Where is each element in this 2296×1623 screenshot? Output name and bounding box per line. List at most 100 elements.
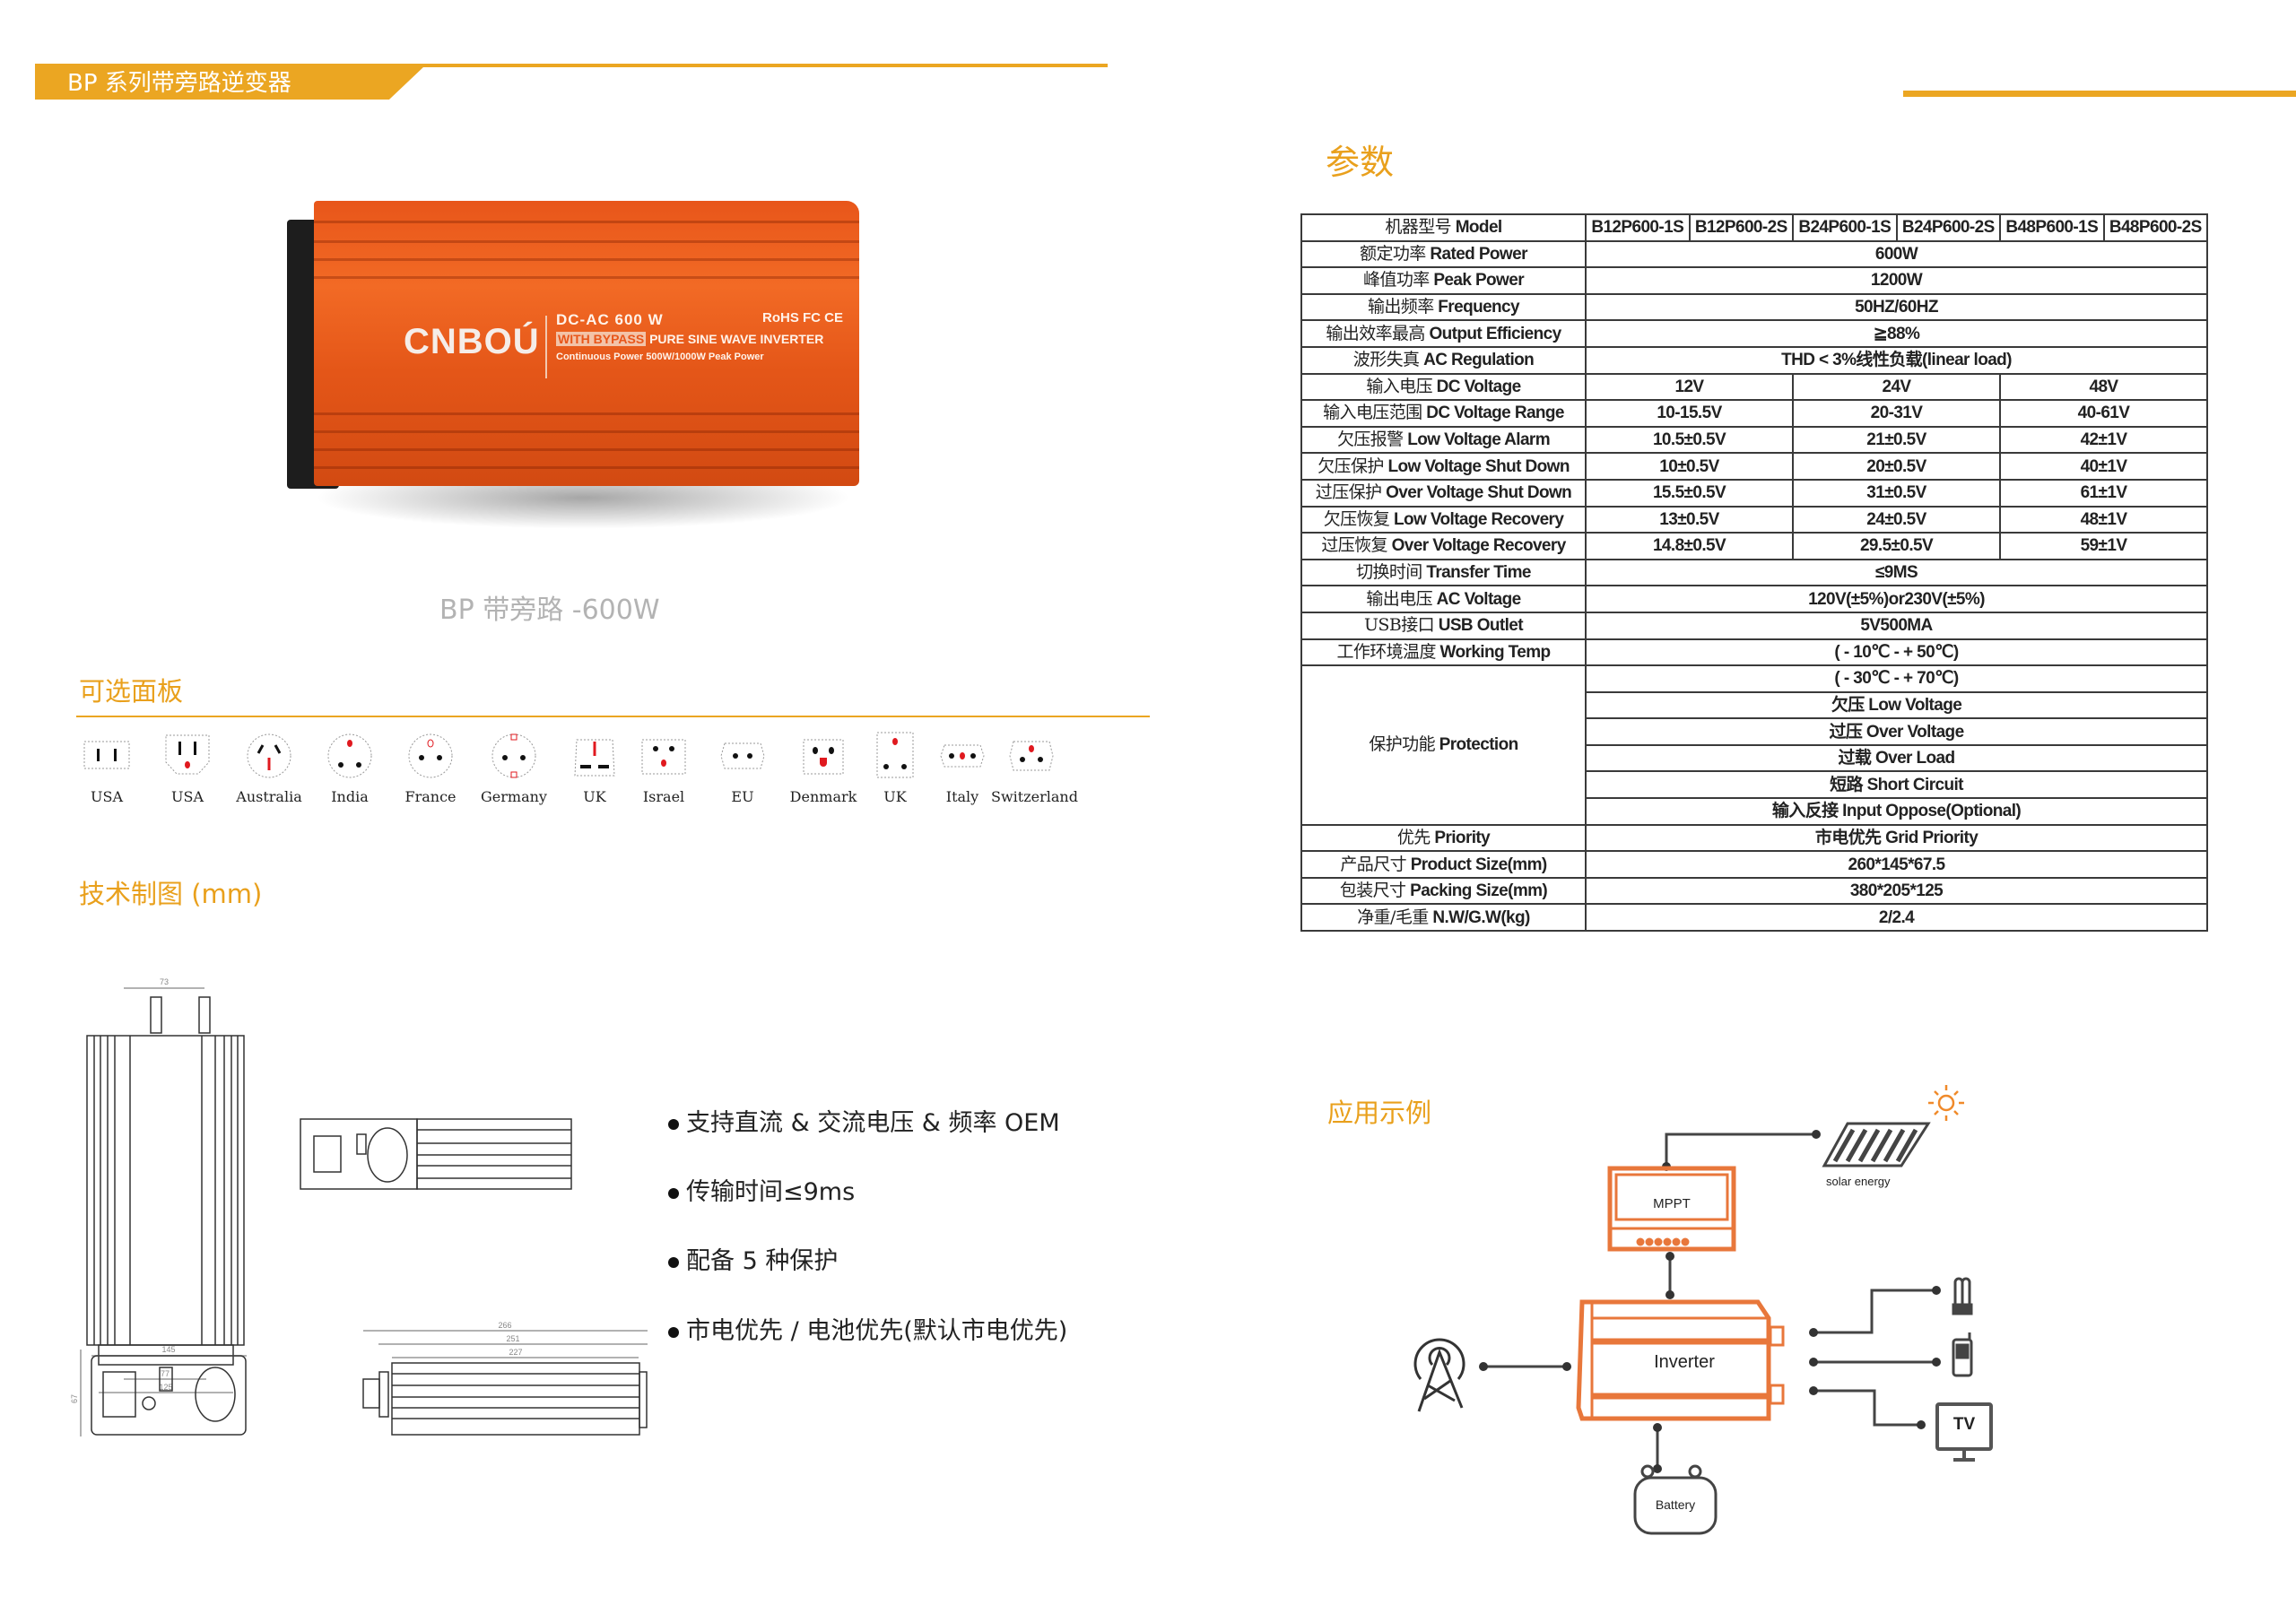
front-side-drawing [300,1118,572,1190]
panels-rule [76,716,1150,717]
spec-label-en: DC Voltage Range [1426,404,1564,423]
spec-label: 峰值功率 Peak Power [1300,266,1587,295]
panel-option: Germany [474,731,554,805]
front-view-drawing [80,1350,247,1436]
spec-value: 输入反接 Input Oppose(Optional) [1585,797,2208,826]
spec-value: 短路 Short Circuit [1585,770,2208,800]
spec-label: 输出频率 Frequency [1300,292,1587,322]
spec-label-en: Over Voltage Shut Down [1386,483,1572,503]
grid-tower-icon [1413,1338,1465,1412]
panel-option-label: UK [583,788,606,805]
spec-label: 输出电压 AC Voltage [1300,585,1587,613]
product-logo: CNBOÚ [404,322,540,361]
dim-67: 67 [70,1394,79,1403]
spec-value: 24±0.5V [1792,505,2001,534]
spec-value: 市电优先 Grid Priority [1585,823,2208,853]
panel-option-label: USA [171,788,204,805]
spec-value: 14.8±0.5V [1585,532,1794,560]
spec-label: 额定功率 Rated Power [1300,239,1587,269]
spec-value: 42±1V [1999,425,2208,455]
spec-label-en: Packing Size(mm) [1410,881,1548,901]
spec-value: B12P600-2S [1688,213,1794,242]
spec-label-cn: 包装尺寸 [1339,881,1406,901]
panel-option-label: France [404,788,457,805]
bypass-badge: WITH BYPASS [556,332,647,346]
dim-227: 227 [509,1348,522,1357]
spec-label: 产品尺寸 Product Size(mm) [1300,850,1587,879]
spec-value: 10±0.5V [1585,452,1794,481]
page-title: BP 系列带旁路逆变器 [67,70,291,97]
spec-value: 10-15.5V [1585,399,1794,428]
spec-label-en: Working Temp [1439,642,1552,662]
spec-label-en: DC Voltage [1436,377,1522,396]
spec-value: 12V [1585,372,1794,402]
product-cert-marks: RoHS FC CE [762,310,843,325]
panel-option-label: Australia [236,788,302,805]
plug-india-icon [327,733,372,778]
spec-value: 10.5±0.5V [1585,425,1794,455]
spec-label: 包装尺寸 Packing Size(mm) [1300,876,1587,906]
dim-73: 73 [160,977,169,986]
spec-label-cn: 欠压恢复 [1323,508,1390,529]
plug-switzerland-icon [1009,741,1054,771]
panel-option: UK [554,731,635,805]
spec-label-en: Rated Power [1430,244,1527,264]
spec-label: 切换时间 Transfer Time [1300,558,1587,587]
plug-uk-round-icon [876,732,914,778]
spec-label-cn: 输出频率 [1368,297,1434,317]
spec-value: 过载 Over Load [1585,743,2208,773]
spec-row: 切换时间 Transfer Time≤9MS [1300,558,2208,587]
plug-eu-icon [720,742,765,769]
panel-option: Denmark [783,731,864,805]
spec-label-cn: 额定功率 [1360,243,1426,264]
spec-value: B24P600-1S [1792,213,1898,242]
plug-israel-icon [641,739,686,775]
spec-value: ( - 10℃ - + 50℃) [1585,638,2208,667]
plug-australia-icon [247,733,291,778]
header-rule [35,64,1108,67]
spec-value: 29.5±0.5V [1792,532,2001,560]
battery-label: Battery [1655,1497,1696,1512]
spec-label-cn: 过压保护 [1315,482,1382,503]
panel-option-label: India [331,788,369,805]
spec-value: 40±1V [1999,452,2208,481]
product-type-text: WITH BYPASS PURE SINE WAVE INVERTER [556,332,823,346]
spec-row: 过压 Over Voltage [1301,717,2208,746]
spec-value: THD < 3%线性负载(linear load) [1585,345,2208,375]
product-power-text: Continuous Power 500W/1000W Peak Power [556,352,764,362]
panel-option-label: Israel [642,788,685,805]
spec-label-en: Over Voltage Recovery [1391,536,1567,556]
spec-value: 1200W [1585,266,2208,295]
panel-option: India [309,731,390,805]
spec-label-en: Low Voltage Alarm [1407,430,1550,450]
light-bulb-icon [1952,1277,1973,1315]
spec-label: 欠压保护 Low Voltage Shut Down [1300,452,1587,481]
spec-value: 31±0.5V [1792,478,2001,508]
spec-value: B48P600-1S [1999,213,2105,242]
spec-label-cn: 产品尺寸 [1340,854,1406,874]
spec-value: ( - 30℃ - + 70℃) [1585,664,2208,693]
spec-value: 欠压 Low Voltage [1585,690,2208,720]
spec-value: B24P600-2S [1895,213,2001,242]
spec-label: 过压保护 Over Voltage Shut Down [1300,478,1587,508]
plug-denmark-icon [803,739,844,775]
tech-heading: 技术制图 (mm) [79,879,263,909]
spec-label-cn: 输出电压 [1366,588,1432,609]
product-divider [545,316,547,378]
params-heading: 参数 [1326,143,1395,182]
spec-label-en: USB Outlet [1438,616,1524,636]
spec-row: 输出效率最高 Output Efficiency≧88% [1300,319,2208,348]
spec-value: 48V [1999,372,2208,402]
feature-item: 支持直流 & 交流电压 & 频率 OEM [668,1103,1060,1138]
spec-label-cn: 输入电压 [1366,376,1432,396]
